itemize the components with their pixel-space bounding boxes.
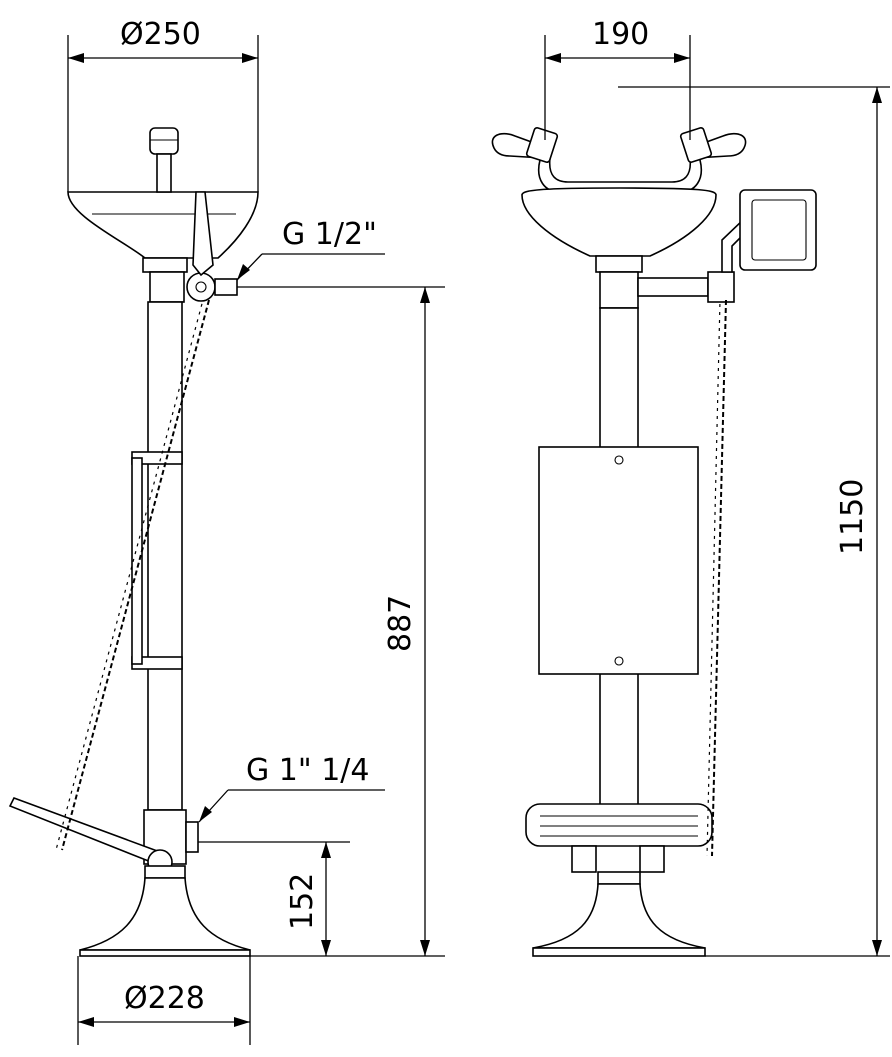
front-coupling	[595, 255, 643, 273]
base-diameter-label: Ø228	[124, 981, 205, 1016]
sign-plate	[538, 446, 699, 675]
mount-bracket	[131, 457, 143, 665]
outlet-height-label: 152	[285, 873, 320, 930]
foot-lever	[8, 797, 162, 866]
bowl-side	[67, 191, 259, 259]
dim-outlet-height: 152	[198, 841, 350, 956]
side-view	[8, 127, 259, 957]
lever-bracket	[192, 191, 214, 277]
pull-chain	[61, 299, 210, 851]
nozzle-stem	[156, 153, 172, 193]
dim-bowl-diameter: Ø250	[67, 17, 259, 192]
thread-top-label: G 1/2"	[282, 217, 377, 252]
bowl-diameter-label: Ø250	[120, 17, 201, 52]
front-pull-chain	[711, 299, 727, 857]
right-spray-head	[679, 127, 713, 163]
push-flag	[739, 189, 817, 271]
front-valve-body	[599, 271, 639, 309]
width-190-label: 190	[592, 17, 649, 52]
vertical-pipe	[147, 301, 183, 811]
pedal-hinge-right	[639, 845, 665, 873]
foot-pedal	[525, 803, 713, 847]
thread-top-callout: G 1/2"	[236, 217, 385, 281]
inlet-height-label: 887	[383, 595, 418, 652]
nozzle-head	[149, 127, 179, 155]
base-plate	[79, 949, 251, 957]
valve-arm	[637, 277, 709, 297]
dim-base-diameter: Ø228	[77, 956, 251, 1045]
pedestal-collar	[144, 865, 186, 879]
pedestal-base	[79, 877, 251, 951]
bowl-front	[521, 187, 717, 257]
valve-actuator	[707, 271, 735, 303]
front-pedestal-base	[532, 883, 706, 949]
bowl-coupling	[142, 257, 188, 273]
front-pedestal-collar	[597, 871, 641, 885]
valve-handle	[186, 272, 216, 302]
left-spray-head	[525, 127, 559, 163]
total-height-label: 1150	[835, 479, 870, 555]
front-view	[491, 127, 817, 957]
bottom-inlet	[185, 821, 199, 853]
spray-arm	[538, 157, 702, 193]
dim-inlet-height: 887	[237, 286, 445, 957]
thread-bottom-label: G 1" 1/4	[246, 753, 370, 788]
dim-total-height: 1150	[618, 86, 890, 957]
valve-body	[149, 271, 185, 303]
inlet-fitting	[214, 278, 238, 296]
dim-width-190: 190	[544, 17, 691, 140]
front-base-plate	[532, 947, 706, 957]
pedal-hinge-left	[571, 845, 597, 873]
thread-bottom-callout: G 1" 1/4	[198, 753, 385, 823]
